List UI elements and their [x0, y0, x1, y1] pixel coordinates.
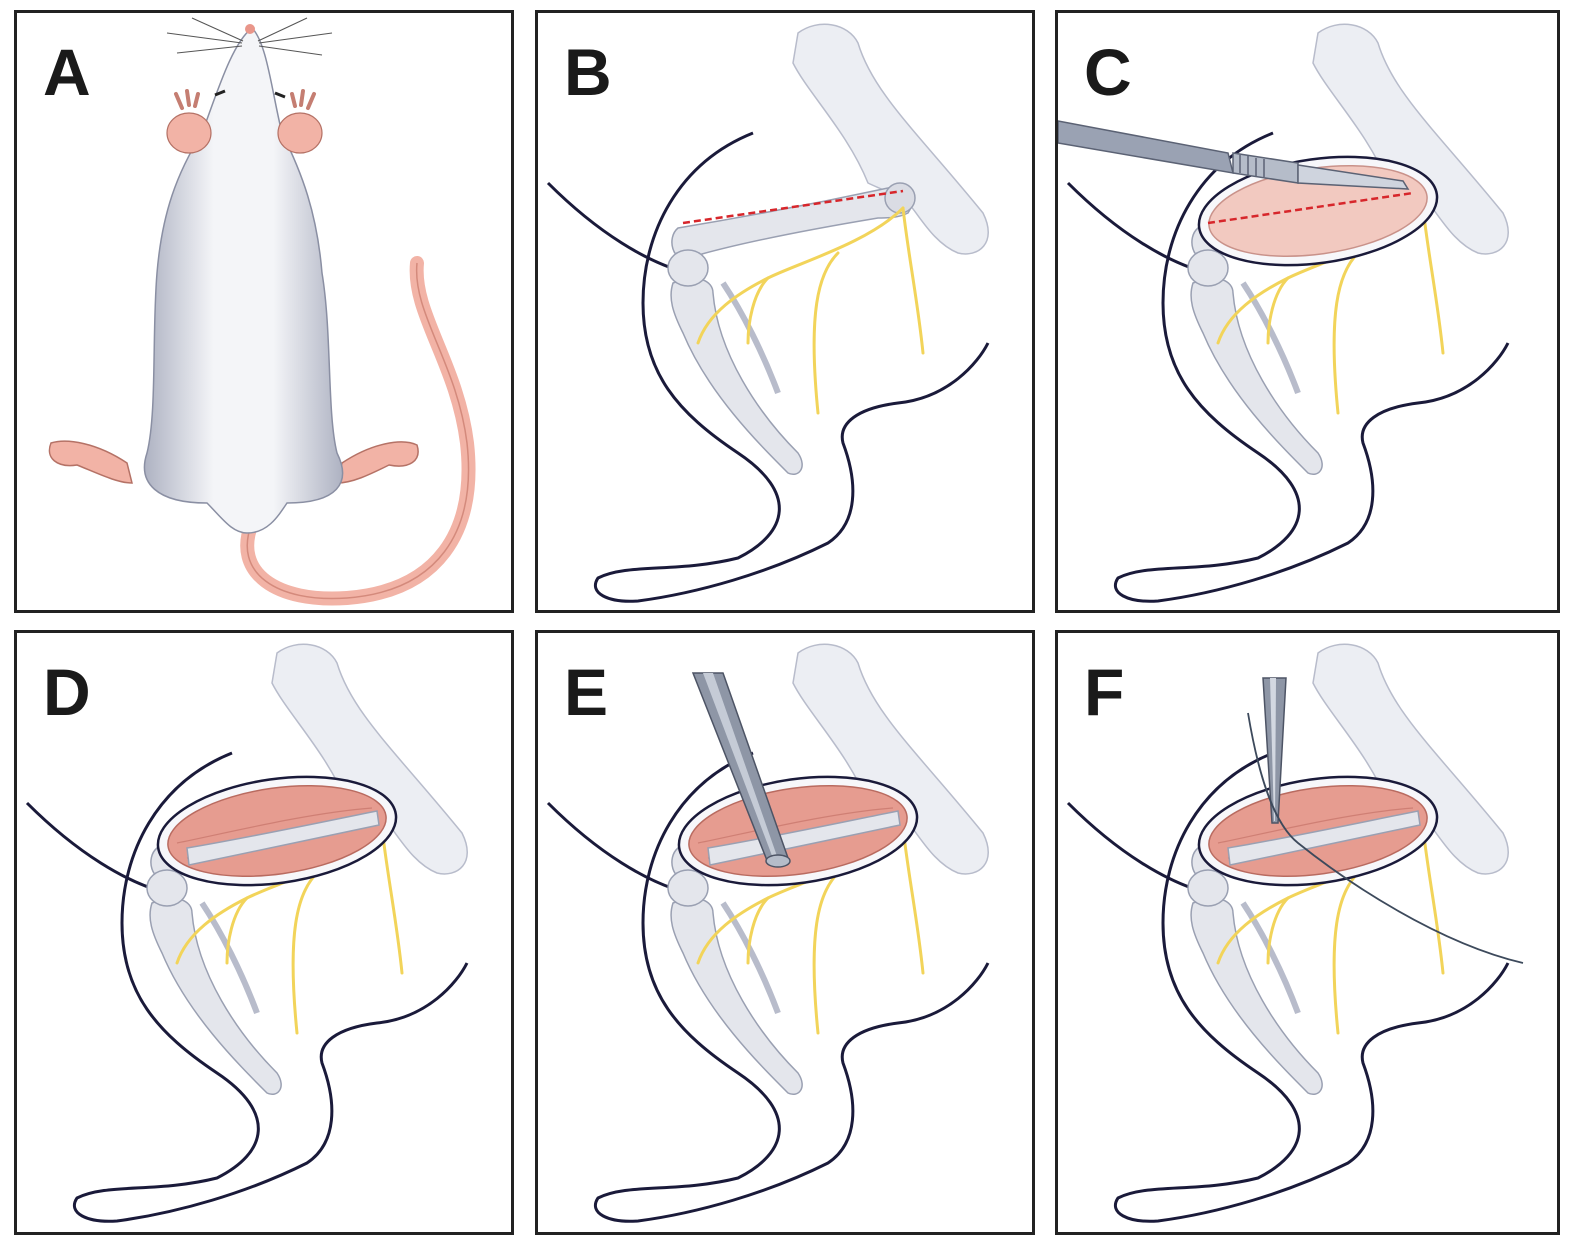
panel-label: E — [564, 655, 609, 729]
incision-line — [682, 189, 904, 225]
rat-right-ear — [277, 112, 323, 154]
rat-left-hindfoot — [48, 440, 133, 484]
incision-line — [1207, 191, 1414, 225]
rat-whiskers — [166, 17, 333, 56]
panel-b: B — [535, 10, 1035, 613]
panel-label: D — [43, 655, 91, 729]
forceps-rod-icon — [691, 672, 791, 868]
panel-f: F — [1055, 630, 1560, 1235]
panel-label: B — [564, 35, 612, 109]
leg-illustration-b — [538, 13, 1032, 610]
scalpel-icon — [1058, 120, 1410, 190]
panel-label: F — [1084, 655, 1125, 729]
panel-a: A — [14, 10, 514, 613]
hindlimb-anatomy — [27, 644, 467, 1221]
panel-e: E — [535, 630, 1035, 1235]
hindlimb-anatomy — [548, 24, 988, 601]
rat-left-ear — [166, 112, 212, 154]
rat-right-forepaw — [290, 89, 316, 110]
hindlimb-anatomy — [1068, 24, 1508, 601]
panel-label: A — [43, 35, 91, 109]
rat-left-forepaw — [174, 89, 200, 110]
leg-illustration-e — [538, 633, 1032, 1232]
hindlimb-anatomy — [1068, 644, 1508, 1221]
rat-right-hindfoot — [336, 441, 419, 484]
leg-illustration-c — [1058, 13, 1557, 610]
panel-d: D — [14, 630, 514, 1235]
exposed-femur — [186, 810, 380, 866]
rat-nose — [245, 24, 255, 34]
panel-label: C — [1084, 35, 1132, 109]
leg-illustration-d — [17, 633, 511, 1232]
rat-dorsal-illustration — [48, 17, 476, 606]
leg-illustration-f — [1058, 633, 1524, 1232]
hindlimb-anatomy — [548, 644, 988, 1221]
rat-body — [143, 27, 344, 534]
suture-thread — [1247, 712, 1524, 964]
needle-holder-icon — [1262, 677, 1287, 824]
panel-c: C — [1055, 10, 1560, 613]
